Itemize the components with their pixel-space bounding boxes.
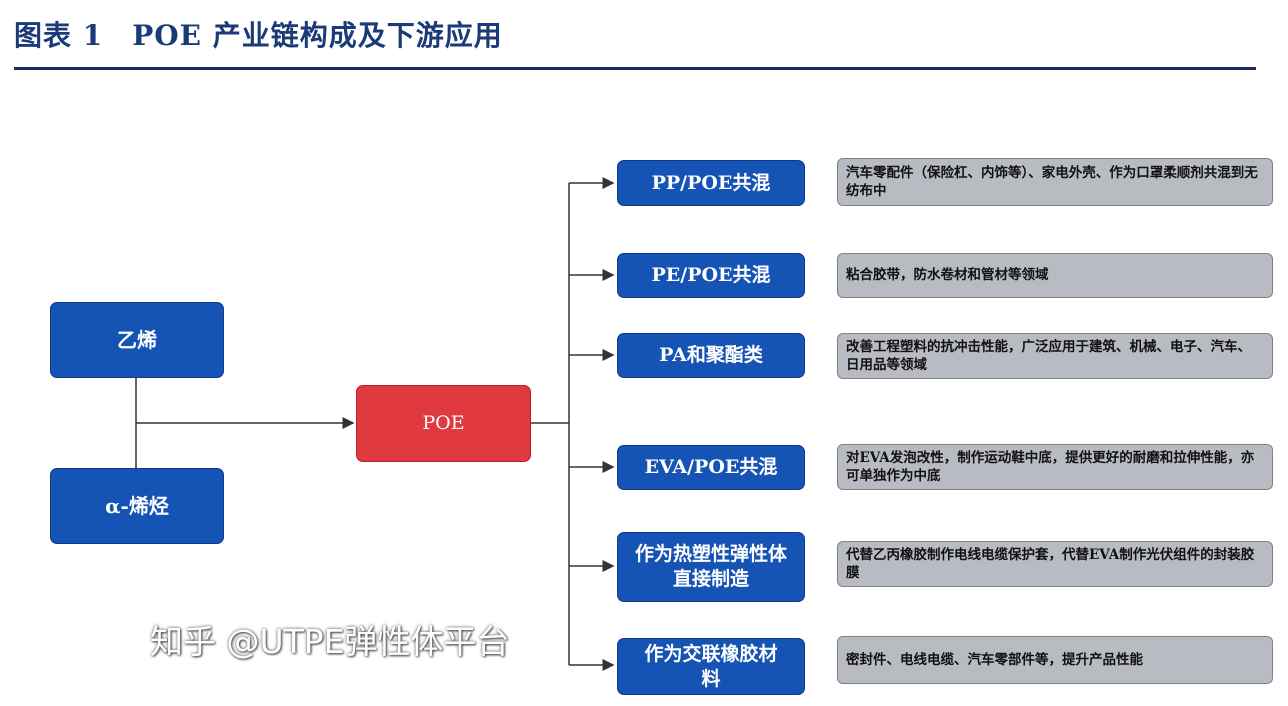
- watermark: 知乎 @UTPE弹性体平台: [150, 622, 510, 661]
- app-pa-polyester: PA和聚酯类: [617, 333, 805, 378]
- input-alpha-olefin: α-烯烃: [50, 468, 224, 544]
- desc-pe-poe: 粘合胶带，防水卷材和管材等领域: [837, 253, 1273, 298]
- desc-eva-poe: 对EVA发泡改性，制作运动鞋中底，提供更好的耐磨和拉伸性能，亦可单独作为中底: [837, 444, 1273, 490]
- input-ethylene: 乙烯: [50, 302, 224, 378]
- desc-pa-polyester: 改善工程塑料的抗冲击性能，广泛应用于建筑、机械、电子、汽车、日用品等领域: [837, 333, 1273, 379]
- figure-title: 图表 1 POE 产业链构成及下游应用: [14, 19, 503, 52]
- desc-pp-poe: 汽车零配件（保险杠、内饰等）、家电外壳、作为口罩柔顺剂共混到无纺布中: [837, 158, 1273, 206]
- desc-tpe: 代替乙丙橡胶制作电线电缆保护套，代替EVA制作光伏组件的封装胶膜: [837, 541, 1273, 587]
- poe-node: POE: [356, 385, 531, 462]
- app-pe-poe: PE/POE共混: [617, 253, 805, 298]
- title-divider: [14, 67, 1256, 70]
- desc-crosslink-rubber: 密封件、电线电缆、汽车零部件等，提升产品性能: [837, 636, 1273, 684]
- app-crosslink-rubber: 作为交联橡胶材料: [617, 638, 805, 695]
- app-eva-poe: EVA/POE共混: [617, 445, 805, 490]
- app-tpe: 作为热塑性弹性体直接制造: [617, 532, 805, 602]
- app-pp-poe: PP/POE共混: [617, 160, 805, 206]
